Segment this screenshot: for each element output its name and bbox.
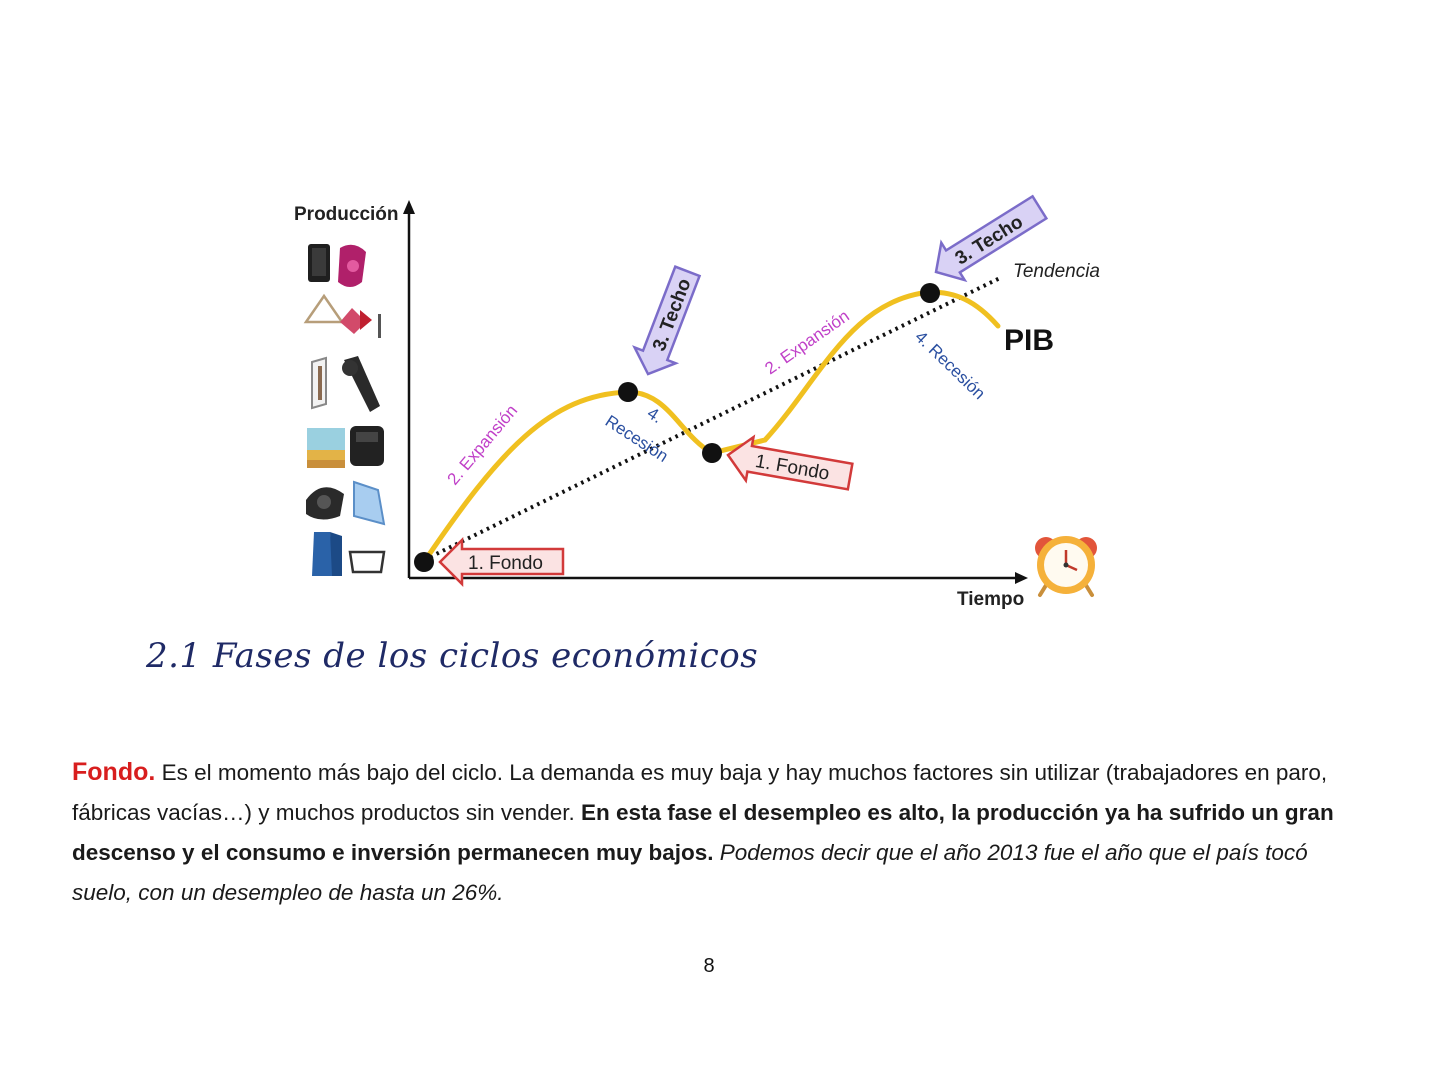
x-axis-arrowhead: [1015, 572, 1028, 584]
recesion-label-2: 4. Recesión: [911, 327, 989, 403]
y-axis-label: Producción: [294, 204, 399, 225]
trend-line: [423, 276, 1001, 562]
paragraph-italic-text: Podemos decir que el año 2013 fue el año…: [72, 840, 1308, 905]
fondo-paragraph: Fondo. Es el momento más bajo del ciclo.…: [72, 752, 1372, 913]
page-number: 8: [703, 955, 715, 977]
term-fondo: Fondo.: [72, 758, 156, 786]
economic-cycle-diagram: Producción Tiempo Tendencia PIB 1. Fondo…: [294, 194, 1100, 610]
product-icons: [303, 244, 386, 576]
recesion-label-1: Recesión: [602, 411, 672, 466]
alarm-clock-icon: [1035, 536, 1097, 597]
point-fondo-2: [702, 443, 722, 463]
point-techo-2: [920, 283, 940, 303]
x-axis-label: Tiempo: [957, 589, 1024, 610]
section-title: 2.1 Fases de los ciclos económicos: [146, 636, 759, 676]
expansion-label-1: 2. Expansión: [444, 401, 522, 489]
paragraph-bold-text: En esta fase el desempleo es alto, la pr…: [72, 800, 1334, 865]
pib-curve: [421, 289, 1001, 565]
point-fondo-1: [414, 552, 434, 572]
trend-label: Tendencia: [1013, 261, 1100, 282]
point-techo-1: [618, 382, 638, 402]
paragraph-text: Es el momento más bajo del ciclo. La dem…: [72, 760, 1328, 825]
fondo-label-1: 1. Fondo: [468, 553, 543, 574]
pib-label: PIB: [1004, 324, 1054, 357]
fondo-arrow-2: 1. Fondo: [726, 434, 854, 491]
fondo-arrow-1: 1. Fondo: [438, 536, 565, 588]
techo-arrow-1: 3. Techo: [632, 265, 702, 376]
y-axis-arrowhead: [403, 200, 415, 214]
